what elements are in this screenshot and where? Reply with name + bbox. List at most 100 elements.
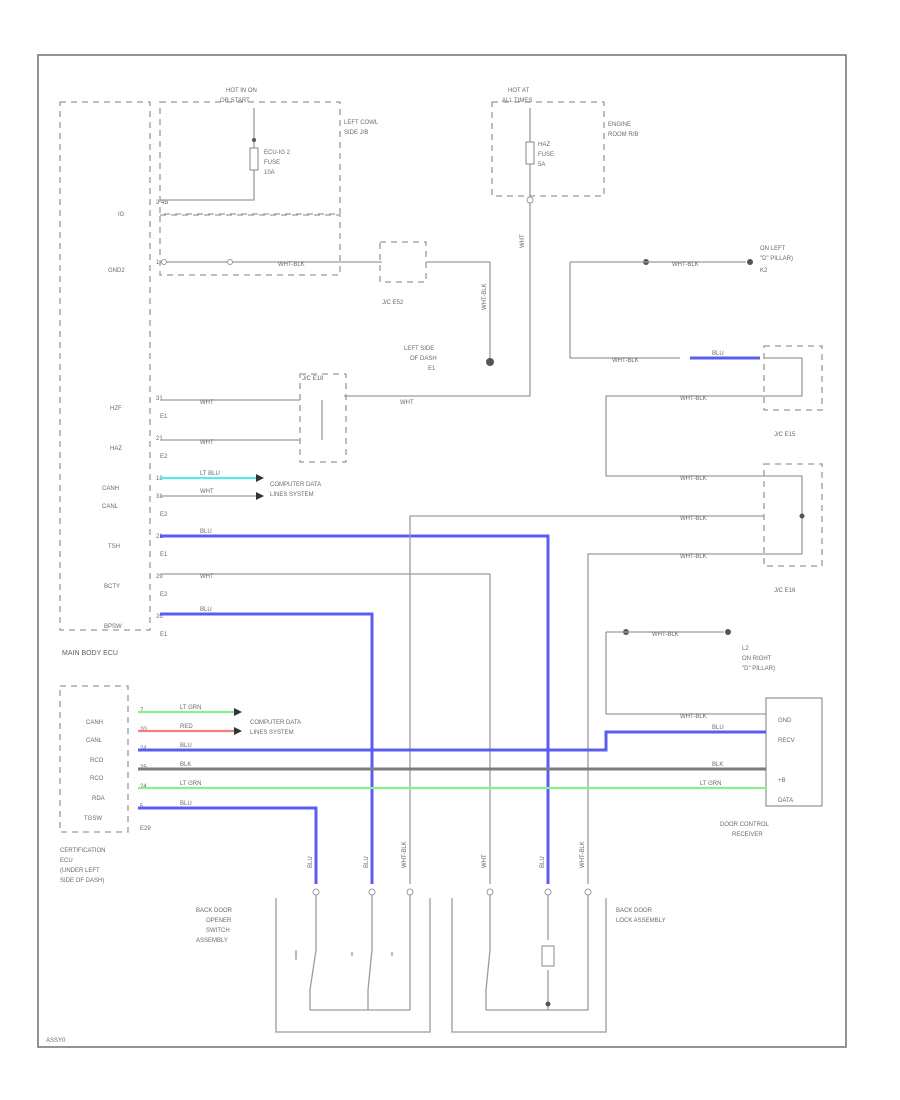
receiver-label-2: RECEIVER (732, 832, 763, 838)
bcty-wire (160, 573, 491, 884)
bpsw-wire (160, 612, 374, 884)
fuse2-hot-sub: ALL TIMES (502, 98, 532, 104)
fuse1-name-1: ECU-IG 2 (264, 150, 291, 156)
ground-left-pillar-line1: ON LEFT (760, 246, 786, 252)
ecu-pin-hzf: HZF (110, 406, 122, 412)
jc-e15-feed (569, 262, 680, 359)
cert-rda-color: LT GRN (180, 781, 201, 787)
ecu-pin-canh: CANH (102, 486, 119, 492)
receiver-pin-recv: RECV (778, 738, 795, 744)
lock-switch-wiring (485, 892, 589, 1011)
ground-left-dash-line1: LEFT SIDE (404, 346, 434, 352)
ground-k2-terminal (747, 259, 753, 265)
jc-e16-internal (764, 475, 803, 555)
ecu-pin-bpsw: BPSW (104, 624, 122, 630)
fuse1-rating: 10A (264, 170, 275, 176)
receiver-pin-gnd: GND (778, 718, 792, 724)
fuse1-element (249, 147, 259, 171)
jc-e15-feed-color: WHT-BLK (612, 358, 639, 364)
bcty-vertical-color: WHT (482, 854, 488, 868)
opener-line2: OPENER (206, 918, 232, 924)
jc-e16-box (763, 463, 823, 567)
jc-e15-to-e16 (605, 395, 764, 477)
cert-tgsw-wire (138, 806, 318, 884)
jc-e15-blue-color: BLU (712, 351, 724, 357)
ecu-pinnum-canh: 18 (156, 476, 163, 482)
fuse2-box-label-1: ENGINE (608, 122, 631, 128)
fuse2-rating: 5A (538, 162, 545, 168)
computer-data-2-line1: COMPUTER DATA (250, 720, 301, 726)
fuse1-box-label-1: LEFT COWL (344, 120, 379, 126)
opener-line4: ASSEMBLY (196, 938, 228, 944)
ecu-conn-e2b: E2 (160, 512, 168, 518)
cert-label-1: CERTIFICATION (60, 848, 105, 854)
lock-line2: LOCK ASSEMBLY (616, 918, 666, 924)
cert-canh-color: LT GRN (180, 705, 201, 711)
certification-ecu-box (59, 685, 129, 833)
haz-wire-color: WHT (520, 234, 526, 248)
jc-e16-low-wire (587, 553, 764, 884)
fuse2-name-2: FUSE (538, 152, 554, 158)
tgsw-vertical-color: BLU (308, 856, 314, 868)
fuse1-box-label-2: SIDE J/B (344, 130, 368, 136)
ground-right-pillar-code: L2 (742, 646, 749, 652)
cert-canl-color: RED (180, 724, 193, 730)
ecu-conn-e1c: E1 (160, 632, 168, 638)
k2-wire-color: WHT-BLK (672, 262, 699, 268)
jc-e16-mid-color: WHT-BLK (680, 516, 707, 522)
l2-wire-color: WHT-BLK (652, 632, 679, 638)
cert-label-4: SIDE OF DASH) (60, 878, 104, 884)
fuse1-name-2: FUSE (264, 160, 280, 166)
fuse2-element (525, 141, 535, 165)
ecu-conn-e1b: E1 (160, 552, 168, 558)
gnd2-terminal-2 (227, 259, 233, 265)
mid-vertical-color: WHT-BLK (402, 841, 408, 868)
bcty-wire-color: WHT (200, 574, 214, 580)
door-control-receiver-box (765, 697, 823, 807)
jc-e52-label: J/C E52 (382, 300, 404, 306)
bpsw-vertical-color: BLU (364, 856, 370, 868)
fuse2-name-1: HAZ (538, 142, 550, 148)
lock-motor-icon (541, 945, 555, 967)
fuse1-wire (160, 108, 255, 201)
fuse2-terminal (526, 196, 534, 204)
haz-wire (344, 108, 531, 397)
hzf-wire-color: WHT (200, 400, 214, 406)
opener-switch-wiring (295, 892, 411, 1011)
cert-pin-rco2: RCO (90, 776, 104, 782)
opener-term-2 (368, 888, 376, 896)
cert-pin-rco1: RCO (90, 758, 104, 764)
jc-e16-in-color: WHT-BLK (680, 476, 707, 482)
fuse1-node (252, 138, 256, 142)
tsh-wire-color: BLU (200, 529, 212, 535)
jc-e16-node (799, 513, 805, 519)
diagram-id: ASSY0 (46, 1038, 66, 1044)
receiver-rco2-color: BLK (712, 762, 723, 768)
computer-data-1-line1: COMPUTER DATA (270, 482, 321, 488)
ground-right-pillar-line1: ON RIGHT (742, 656, 772, 662)
gnd2-wire-b (426, 261, 491, 358)
cert-tgsw-color: BLU (180, 801, 192, 807)
opener-contacts (295, 952, 393, 956)
receiver-pin-b: +B (778, 778, 786, 784)
back-door-opener-box (275, 898, 431, 1033)
ecu-pin-tsh: TSH (108, 544, 120, 550)
ground-left-dash-point (486, 358, 494, 366)
haz-ecu-wire-color: WHT (200, 440, 214, 446)
receiver-label-1: DOOR CONTROL (720, 822, 770, 828)
main-body-ecu-box (59, 101, 151, 631)
jc-e18-label: J/C E18 (302, 376, 324, 382)
jc-e52-box (379, 241, 427, 283)
fuse1-hot-sub: OR START (220, 98, 250, 104)
lock-term-1 (486, 888, 494, 896)
cert-pin-tgsw: TGSW (84, 816, 102, 822)
ecu-pin-canl: CANL (102, 504, 119, 510)
ground-left-dash-code: E1 (428, 366, 436, 372)
jc-e15-label: J/C E15 (774, 432, 796, 438)
canl-arrow (256, 492, 264, 500)
ecu-pin-bcty: BCTY (104, 584, 120, 590)
ground-l2-terminal (725, 629, 731, 635)
gnd2-wire-color-2: WHT-BLK (482, 283, 488, 310)
bpsw-wire-color: BLU (200, 607, 212, 613)
opener-line1: BACK DOOR (196, 908, 233, 914)
